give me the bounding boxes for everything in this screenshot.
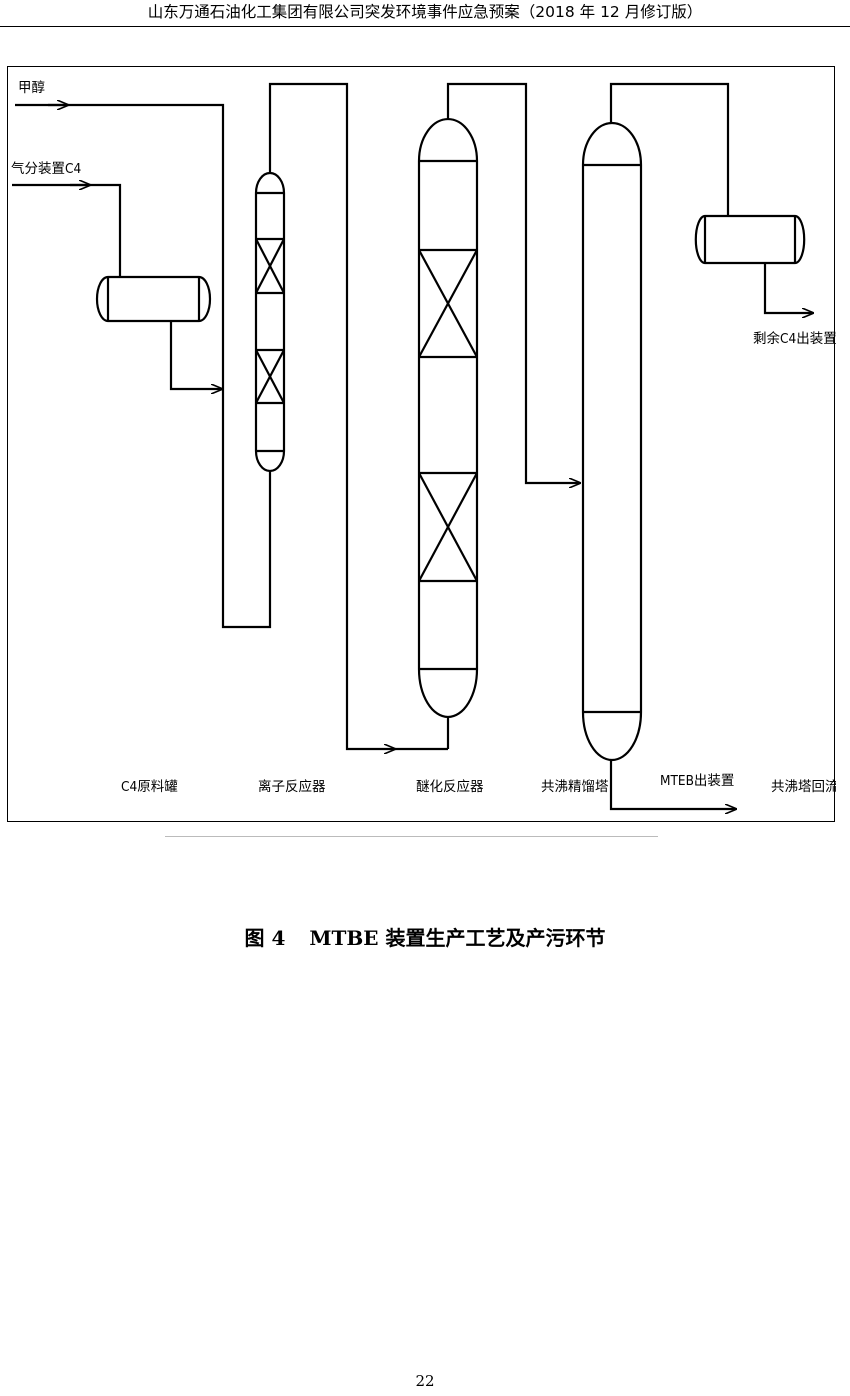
gas-c4-line	[12, 183, 122, 277]
figure-number: 图 4	[244, 926, 286, 950]
ion-to-ether-line	[268, 82, 395, 749]
c4-feed-tank	[95, 275, 212, 323]
etherification-reactor	[417, 117, 479, 719]
label-ion-reactor: 离子反应器	[258, 778, 326, 795]
label-etherification-reactor: 醚化反应器	[416, 778, 484, 795]
process-flow-svg: 甲醇 气分装置C4 剩余C4出装置 C4原料罐 离子反应器 醚化反应器 共沸精馏…	[11, 79, 836, 823]
label-azeotropic-column: 共沸精馏塔	[541, 779, 609, 795]
process-flow-diagram: 甲醇 气分装置C4 剩余C4出装置 C4原料罐 离子反应器 醚化反应器 共沸精馏…	[7, 66, 836, 823]
page-header: 山东万通石油化工集团有限公司突发环境事件应急预案（2018 年 12 月修订版）	[147, 3, 703, 21]
header-rule	[0, 26, 850, 27]
label-gas-separation-c4: 气分装置C4	[11, 161, 81, 177]
mtbe-out-line	[609, 760, 736, 809]
column-overhead-line	[609, 82, 730, 216]
figure-caption: 图 4 MTBE 装置生产工艺及产污环节	[0, 922, 850, 951]
figure-title: MTBE 装置生产工艺及产污环节	[309, 926, 606, 950]
label-remaining-c4: 剩余C4出装置	[753, 330, 836, 347]
figure-underline	[165, 836, 658, 837]
c4-tank-outlet-line	[169, 321, 222, 389]
label-c4-feed-tank: C4原料罐	[121, 779, 178, 795]
ether-to-column-line	[446, 82, 580, 483]
remaining-c4-line	[763, 263, 813, 313]
label-reflux-tank: 共沸塔回流罐	[771, 779, 836, 795]
azeotropic-column	[581, 121, 643, 762]
label-mtbe-out: MTEB出装置	[660, 773, 734, 789]
methanol-line	[15, 103, 272, 629]
ion-reactor	[254, 171, 286, 473]
reflux-tank	[694, 214, 806, 265]
page-number: 22	[415, 1372, 435, 1390]
label-methanol: 甲醇	[18, 79, 45, 96]
